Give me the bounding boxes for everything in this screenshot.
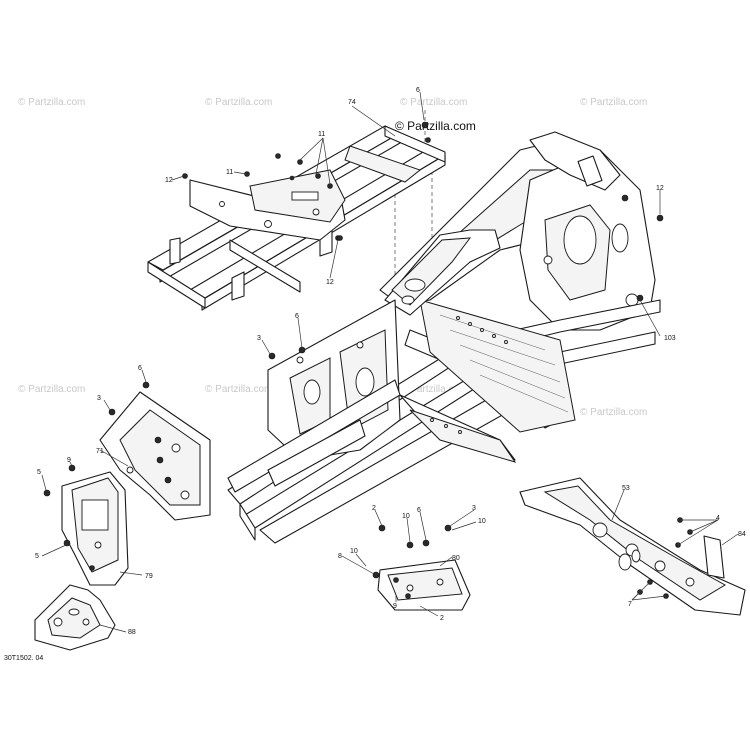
callout-2-b: 2 xyxy=(440,615,444,622)
callout-6-top: 6 xyxy=(416,87,420,94)
callout-labels: 74 11 11 12 12 6 12 103 3 6 6 3 71 9 5 5… xyxy=(35,87,746,636)
callout-10-b: 10 xyxy=(478,518,486,525)
callout-3-b: 3 xyxy=(97,395,101,402)
callout-74: 74 xyxy=(348,99,356,106)
callout-84: 84 xyxy=(738,531,746,538)
lower-left-plate xyxy=(43,464,129,586)
callout-103: 103 xyxy=(664,335,676,342)
callout-88: 88 xyxy=(128,629,136,636)
right-side-rail xyxy=(519,477,746,616)
main-frame xyxy=(227,121,664,544)
brand-label: © Partzilla.com xyxy=(395,119,476,133)
watermark-2: © Partzilla.com xyxy=(205,97,272,108)
watermark-3: © Partzilla.com xyxy=(400,97,467,108)
left-bracket xyxy=(99,381,211,521)
callout-5-a: 5 xyxy=(37,469,41,476)
callout-7: 7 xyxy=(628,601,632,608)
watermarks: © Partzilla.com © Partzilla.com © Partzi… xyxy=(18,97,647,418)
watermark-6: © Partzilla.com xyxy=(205,384,272,395)
callout-71: 71 xyxy=(96,448,104,455)
watermark-8: © Partzilla.com xyxy=(580,407,647,418)
callout-4: 4 xyxy=(716,515,720,522)
callout-3-c: 3 xyxy=(472,505,476,512)
callout-9-a: 9 xyxy=(67,457,71,464)
lower-skid-plate xyxy=(34,584,116,651)
callout-6-b: 6 xyxy=(138,365,142,372)
callout-5-b: 5 xyxy=(35,553,39,560)
callout-12-c: 12 xyxy=(656,185,664,192)
callout-9-b: 9 xyxy=(393,603,397,610)
leader-lines xyxy=(41,91,739,633)
watermark-4: © Partzilla.com xyxy=(580,97,647,108)
callout-10-a: 10 xyxy=(402,513,410,520)
document-id: 30T1502. 04 xyxy=(4,655,43,662)
watermark-1: © Partzilla.com xyxy=(18,97,85,108)
callout-2-a: 2 xyxy=(372,505,376,512)
watermark-7: © Partzilla.com xyxy=(400,384,467,395)
callout-3-a: 3 xyxy=(257,335,261,342)
callout-80: 80 xyxy=(452,555,460,562)
callout-11-b: 11 xyxy=(226,169,233,176)
callout-6-c: 6 xyxy=(417,507,421,514)
callout-10-c: 10 xyxy=(350,548,358,555)
callout-11-a: 11 xyxy=(318,131,325,138)
watermark-5: © Partzilla.com xyxy=(18,384,85,395)
callout-8: 8 xyxy=(338,553,342,560)
callout-79: 79 xyxy=(145,573,153,580)
callout-12-a: 12 xyxy=(165,177,173,184)
middle-bracket xyxy=(372,524,471,611)
callout-12-b: 12 xyxy=(326,279,334,286)
rear-rack-frame xyxy=(147,125,446,311)
callout-53: 53 xyxy=(622,485,630,492)
callout-6-a: 6 xyxy=(295,313,299,320)
